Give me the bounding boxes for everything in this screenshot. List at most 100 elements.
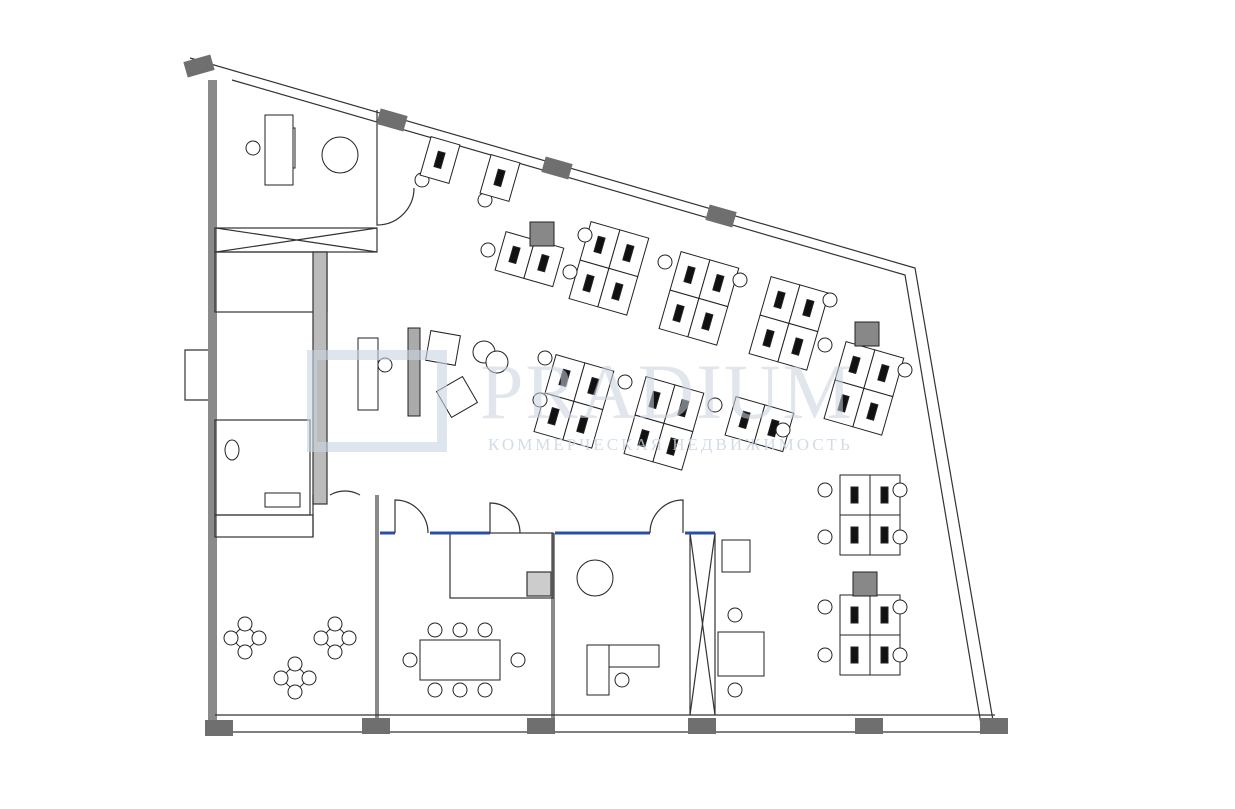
chair-icon xyxy=(727,682,743,698)
chair-icon xyxy=(273,670,289,686)
desk xyxy=(663,384,705,433)
partition xyxy=(215,227,378,253)
chair-icon xyxy=(617,374,633,390)
chair-icon xyxy=(892,529,908,545)
monitor-icon xyxy=(738,410,751,430)
desk xyxy=(788,284,830,333)
monitor-icon xyxy=(537,253,550,273)
desk xyxy=(597,267,639,316)
entrance-door xyxy=(184,349,208,401)
furniture xyxy=(223,114,913,700)
manager-desk xyxy=(264,114,294,186)
chair-icon xyxy=(301,670,317,686)
door-swing xyxy=(329,490,361,496)
monitor-icon xyxy=(582,274,595,293)
door-swing xyxy=(394,499,429,534)
chair-icon xyxy=(341,630,357,646)
coffee-table xyxy=(485,350,509,374)
chair-icon xyxy=(477,622,493,638)
meeting-table xyxy=(419,639,501,681)
chair-icon xyxy=(707,397,723,413)
chair-icon xyxy=(452,622,468,638)
chair-icon xyxy=(402,652,418,668)
watermark-tagline: КОММЕРЧЕСКАЯ НЕДВИЖИМОСТЬ xyxy=(488,435,853,454)
monitor-icon xyxy=(877,363,890,383)
column xyxy=(376,108,408,132)
chair-icon xyxy=(892,482,908,498)
sink xyxy=(264,492,301,508)
desk xyxy=(839,514,871,556)
column xyxy=(205,720,233,736)
storage-room xyxy=(449,532,554,599)
monitor-icon xyxy=(576,415,589,434)
chair-icon xyxy=(287,656,303,672)
column xyxy=(541,156,573,180)
chair-icon xyxy=(892,647,908,663)
column xyxy=(362,718,390,734)
chair-icon xyxy=(223,630,239,646)
chair-icon xyxy=(427,682,443,698)
monitor-icon xyxy=(773,290,786,310)
chair-icon xyxy=(817,337,833,353)
chair-icon xyxy=(427,622,443,638)
partition-screen xyxy=(407,327,421,417)
chair-icon xyxy=(817,529,833,545)
column xyxy=(688,718,716,734)
desk xyxy=(698,259,740,308)
monitor-icon xyxy=(850,486,859,504)
column xyxy=(526,571,552,597)
chair-icon xyxy=(245,140,261,156)
column xyxy=(980,718,1008,734)
monitor-icon xyxy=(433,150,446,170)
chair-icon xyxy=(897,362,913,378)
chair-icon xyxy=(822,292,838,308)
desk xyxy=(777,322,819,371)
monitor-icon xyxy=(622,243,635,263)
monitor-icon xyxy=(587,376,600,396)
monitor-icon xyxy=(593,235,606,255)
column xyxy=(527,718,555,734)
desk xyxy=(852,387,894,436)
desk xyxy=(748,314,790,363)
column xyxy=(852,571,878,597)
monitor-icon xyxy=(558,368,571,388)
reception-desk xyxy=(357,337,379,411)
watermark-brand: PRADIUM xyxy=(480,348,854,435)
monitor-icon xyxy=(712,273,725,293)
monitor-icon xyxy=(648,390,661,410)
monitor-icon xyxy=(677,398,690,418)
monitor-icon xyxy=(762,329,775,348)
service-core-wall xyxy=(214,251,328,313)
manager-desk-return xyxy=(586,644,610,696)
chair-icon xyxy=(657,254,673,270)
monitor-icon xyxy=(850,526,859,544)
monitor-icon xyxy=(802,298,815,318)
chair-icon xyxy=(477,682,493,698)
monitor-icon xyxy=(837,394,850,413)
monitor-icon xyxy=(848,355,861,375)
chair-icon xyxy=(480,242,496,258)
desk xyxy=(419,136,461,184)
monitor-icon xyxy=(672,304,685,323)
desk xyxy=(652,422,694,471)
chair-icon xyxy=(313,630,329,646)
watermark: PRADIUM КОММЕРЧЕСКАЯ НЕДВИЖИМОСТЬ xyxy=(307,348,854,454)
monitor-icon xyxy=(880,486,889,504)
chair-icon xyxy=(510,652,526,668)
monitor-icon xyxy=(880,646,889,664)
door-swing xyxy=(489,502,521,534)
chair-icon xyxy=(817,482,833,498)
chair-icon xyxy=(327,644,343,660)
desk xyxy=(839,634,871,676)
desk xyxy=(479,154,521,202)
chair-icon xyxy=(817,647,833,663)
toilet-icon xyxy=(224,439,240,461)
chair-icon xyxy=(287,684,303,700)
round-table xyxy=(576,559,614,597)
chair-icon xyxy=(817,599,833,615)
door-swing xyxy=(376,187,415,226)
chair-icon xyxy=(732,272,748,288)
chair-icon xyxy=(562,264,578,280)
chair-icon xyxy=(532,392,548,408)
desk xyxy=(608,229,650,278)
